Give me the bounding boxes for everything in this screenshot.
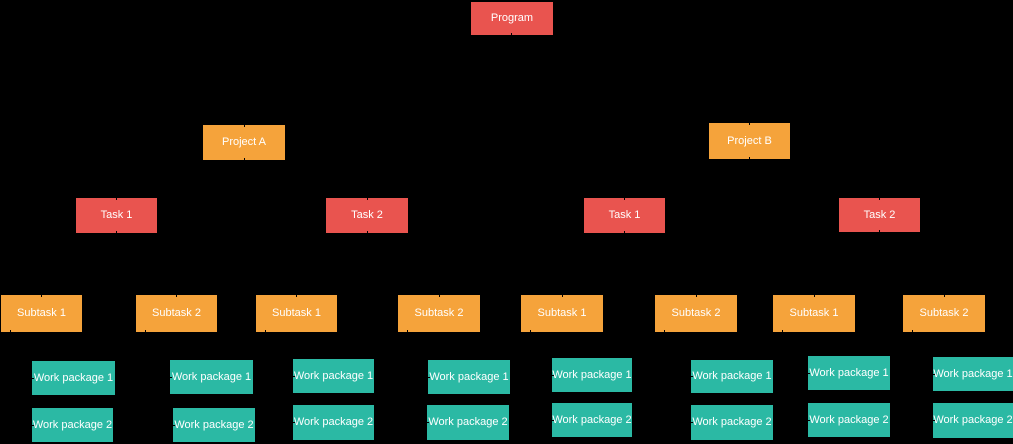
work-package-node-6a: Work package 1 (691, 360, 773, 393)
node-project-b-task-1: Task 1 (584, 198, 665, 233)
subtask-node-1: Subtask 1 (1, 295, 82, 332)
work-package-node-8a: Work package 1 (933, 357, 1013, 391)
work-package-node-6b: Work package 2 (691, 405, 773, 440)
work-package-node-7a: Work package 1 (808, 356, 890, 390)
node-project-b: Project B (709, 123, 790, 159)
work-package-node-2b: Work package 2 (173, 408, 255, 442)
node-project-a-task-2: Task 2 (326, 198, 408, 233)
work-package-node-5a: Work package 1 (552, 358, 632, 392)
node-project-a-task-1: Task 1 (76, 198, 157, 233)
work-package-node-8b: Work package 2 (933, 403, 1013, 438)
subtask-node-5: Subtask 1 (521, 295, 603, 332)
subtask-node-2: Subtask 2 (136, 295, 217, 332)
node-project-a: Project A (203, 125, 285, 160)
work-package-node-3a: Work package 1 (293, 359, 374, 393)
subtask-node-7: Subtask 1 (773, 295, 855, 332)
work-package-node-4a: Work package 1 (428, 360, 510, 394)
subtask-node-6: Subtask 2 (655, 295, 737, 332)
subtask-node-8: Subtask 2 (903, 295, 985, 332)
work-package-node-4b: Work package 2 (427, 405, 509, 440)
subtask-node-3: Subtask 1 (256, 295, 337, 332)
node-program: Program (471, 2, 553, 35)
work-package-node-3b: Work package 2 (293, 405, 374, 440)
subtask-node-4: Subtask 2 (398, 295, 480, 332)
work-package-node-5b: Work package 2 (552, 403, 632, 437)
work-package-node-1b: Work package 2 (32, 408, 113, 442)
node-project-b-task-2: Task 2 (839, 198, 920, 232)
work-package-node-7b: Work package 2 (808, 403, 890, 437)
work-package-node-1a: Work package 1 (32, 361, 115, 395)
work-package-node-2a: Work package 1 (170, 360, 253, 394)
